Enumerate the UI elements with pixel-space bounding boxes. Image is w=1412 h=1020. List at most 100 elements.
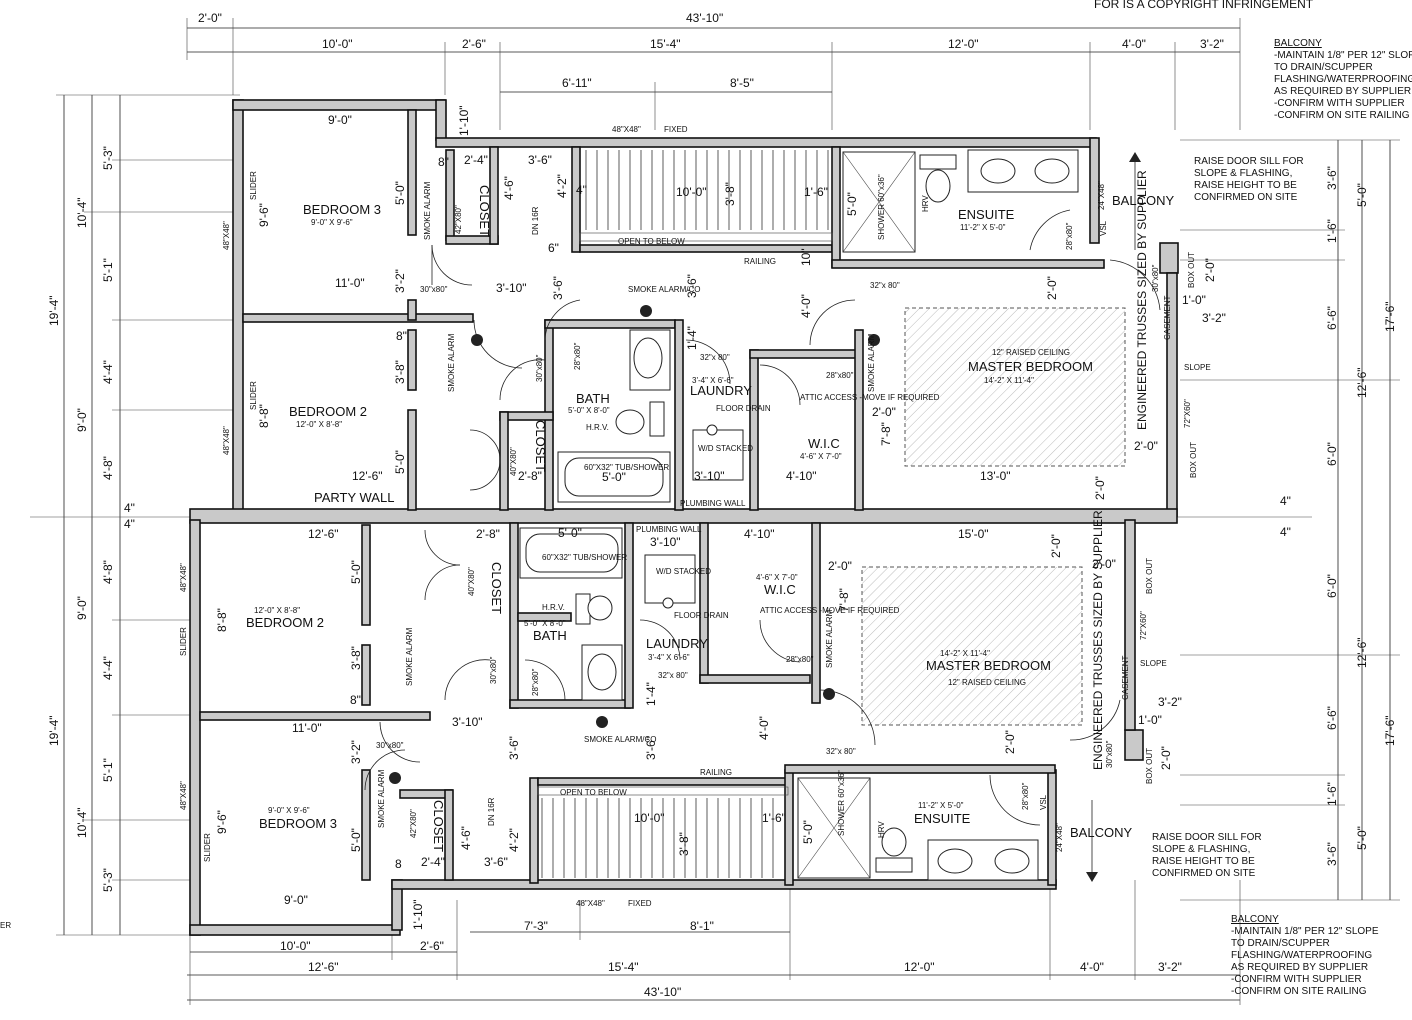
l-balc-d1: 2'-0" <box>1092 557 1116 571</box>
upper-wic-h: 7'-8" <box>879 422 893 446</box>
upper-balcony-name: BALCONY <box>1112 193 1174 208</box>
upper-stairs-r: 1'-6" <box>804 185 828 199</box>
l-balc-d4: 2'-0" <box>1159 746 1173 770</box>
l-laundry-d1: 1'-4" <box>644 682 658 706</box>
upper-laundry-w: 3'-10" <box>694 469 725 483</box>
l-stairs-fixed: FIXED <box>628 899 652 908</box>
l-bedroom3-d1: 11'-0" <box>292 721 322 735</box>
l-wic-d: 2'-0" <box>828 559 852 573</box>
copyright-text: FOR IS A COPYRIGHT INFRINGEMENT <box>1094 0 1314 11</box>
lower-unit-walls <box>189 519 1144 936</box>
bedroom3-window: 48"X48" <box>222 221 231 250</box>
bedroom3-size: 9'-0" X 9'-6" <box>311 218 353 227</box>
upper-raise-1: RAISE DOOR SILL FOR <box>1194 156 1304 167</box>
dim-right-lower-b1: 6'-0" <box>1325 574 1339 598</box>
dim-top-6: 3'-2" <box>1200 37 1224 51</box>
lower-stairs <box>541 798 774 878</box>
l-bedroom3-h: 9'-6" <box>215 810 229 834</box>
lower-unit-labels: 12'-6" 2'-8" CLOSET 40"X80" 5'-0" 48"X48… <box>179 510 1262 930</box>
edge-fragment: ER <box>0 921 11 930</box>
l-wic-h: 7'-8" <box>837 588 851 612</box>
dim-right-party-2: 4" <box>1280 525 1291 539</box>
bedroom2-window: 48"X48" <box>222 426 231 455</box>
bedroom3-h: 9'-6" <box>257 203 271 227</box>
l-closet2-d: 1'-10" <box>411 899 425 930</box>
dim-overall-bottom: 43'-10" <box>644 985 681 999</box>
l-wic-size: 4'-6" X 7'-0" <box>756 573 798 582</box>
balcony-note-bottom-l6: -CONFIRM ON SITE RAILING <box>1231 986 1367 997</box>
l-laundry-d2: 3'-6" <box>644 736 658 760</box>
l-bedroom2-name: BEDROOM 2 <box>246 615 324 630</box>
upper-ensuite-h: 5'-0" <box>845 192 859 216</box>
bottom-dimensions: 10'-0" 2'-6" 7'-3" 8'-1" 12'-6" 15'-4" 1… <box>187 880 1241 1005</box>
l-wic-w: 4'-10" <box>744 527 775 541</box>
l-closet2-w: 2'-4" <box>421 855 445 869</box>
dim-left-offset: 2'-0" <box>198 11 222 25</box>
l-wic-door: 28"x80" <box>786 655 814 664</box>
upper-ensuite-hrv: HRV <box>921 195 930 212</box>
upper-hall-d5: 3'-6" <box>551 276 565 300</box>
l-balcony-name: BALCONY <box>1070 825 1132 840</box>
l-raise-4: CONFIRMED ON SITE <box>1152 868 1256 879</box>
upper-balc-d3: 3'-2" <box>1202 311 1226 325</box>
l-raise-3: RAISE HEIGHT TO BE <box>1152 856 1255 867</box>
l-ensuite-hrv: HRV <box>877 821 886 838</box>
upper-smoke-2: SMOKE ALARM <box>447 333 456 392</box>
l-bedroom3-slider: SLIDER <box>203 833 212 862</box>
upper-bath-hrv: H.R.V. <box>586 423 609 432</box>
dim-bot-2: 2'-6" <box>420 939 444 953</box>
upper-ensuite-size: 11'-2" X 5'-0" <box>960 223 1006 232</box>
l-bedroom3-w: 9'-0" <box>284 893 308 907</box>
dim-top-3: 15'-4" <box>650 37 681 51</box>
upper-raise-3: RAISE HEIGHT TO BE <box>1194 180 1297 191</box>
dim-bot-3: 7'-3" <box>524 919 548 933</box>
smoke-alarm-co-icon <box>596 716 608 728</box>
balcony-note-top-l1: -MAINTAIN 1/8" PER 12" SLOPE <box>1274 50 1412 61</box>
upper-hall-d7: 4" <box>576 183 587 197</box>
closet1-w: 2'-4" <box>464 153 488 167</box>
closet2-w: 2'-8" <box>518 469 542 483</box>
balcony-note-top-l3: FLASHING/WATERPROOFING <box>1274 74 1412 85</box>
dim-bot-9: 3'-2" <box>1158 960 1182 974</box>
balcony-note-bottom-title: BALCONY <box>1231 914 1279 925</box>
smoke-alarm-icon <box>389 772 401 784</box>
upper-stairs-open: OPEN TO BELOW <box>618 237 685 246</box>
l-bedroom2-w: 12'-6" <box>308 527 339 541</box>
upper-laundry-d1: 1'-4" <box>685 326 699 350</box>
l-bedroom3-size: 9'-0" X 9'-6" <box>268 806 310 815</box>
lower-open-to-below <box>537 786 789 796</box>
upper-door-30b: 30"x80" <box>535 354 544 382</box>
upper-door2: 30"x80" <box>1151 264 1160 292</box>
upper-smoke-1: SMOKE ALARM <box>423 181 432 240</box>
upper-laundry-wd: W/D STACKED <box>698 444 753 453</box>
dim-left-upper-b3: 4'-4" <box>101 360 115 384</box>
l-bedroom2-slider: SLIDER <box>179 627 188 656</box>
balcony-note-top-title: BALCONY <box>1274 38 1322 49</box>
dim-top-1: 10'-0" <box>322 37 353 51</box>
l-master-size: 14'-2" X 11'-4" <box>940 649 990 658</box>
l-master-name: MASTER BEDROOM <box>926 658 1051 673</box>
dim-left-lower-a2: 10'-4" <box>75 807 89 838</box>
upper-ensuite-door: 28"x80" <box>1065 222 1074 250</box>
upper-master-d2: 4'-0" <box>799 294 813 318</box>
l-wic-attic: ATTIC ACCESS -MOVE IF REQUIRED <box>760 606 900 615</box>
balcony-note-bottom-l2: TO DRAIN/SCUPPER <box>1231 938 1330 949</box>
upper-raised-ceiling-hatch <box>904 307 1126 467</box>
l-bath-door: 28"x80" <box>531 668 540 696</box>
dim-bot-1: 10'-0" <box>280 939 311 953</box>
balcony-arrows <box>1086 152 1141 882</box>
upper-raise-4: CONFIRMED ON SITE <box>1194 192 1298 203</box>
bedroom2-slider: SLIDER <box>249 381 258 410</box>
bedroom2-name: BEDROOM 2 <box>289 404 367 419</box>
l-bedroom2-window: 48"X48" <box>179 563 188 592</box>
dim-bot-5: 12'-6" <box>308 960 339 974</box>
upper-laundry-name: LAUNDRY <box>690 383 752 398</box>
lower-ensuite-fixtures <box>797 777 1039 881</box>
dim-left-total-upper: 19'-4" <box>47 295 61 326</box>
bedroom2-h: 8'-8" <box>257 404 271 428</box>
l-laundry-drain: FLOOR DRAIN <box>674 611 729 620</box>
dim-bot-7: 12'-0" <box>904 960 935 974</box>
l-balc-d2: 1'-0" <box>1138 713 1162 727</box>
upper-laundry-door: 32"x 80" <box>700 353 730 362</box>
